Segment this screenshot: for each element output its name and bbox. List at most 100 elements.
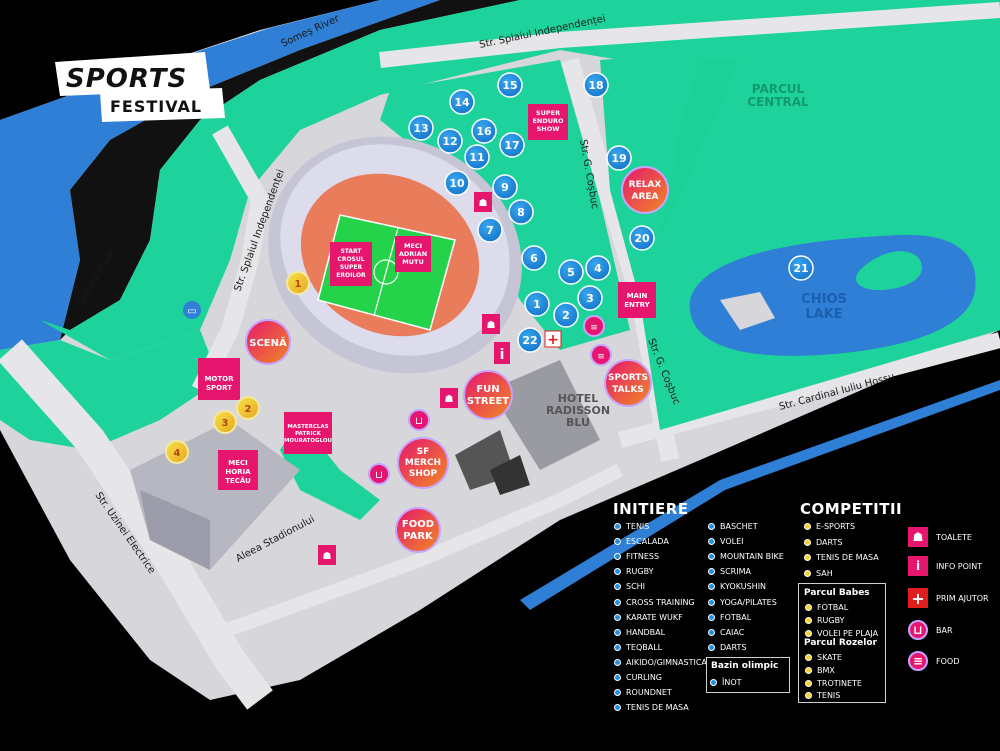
station-2[interactable]: 2 [553,302,579,328]
sign-meci-adrian-mutu[interactable]: MECI ADRIAN MUTU [395,236,431,272]
station-number: 18 [588,79,603,92]
yellow-station-2[interactable]: 2 [236,396,260,420]
station-9[interactable]: 9 [492,174,518,200]
sign-main-entry[interactable]: MAIN ENTRY [618,282,656,318]
sign-super-enduro-show[interactable]: SUPER ENDURO SHOW [528,104,568,140]
svg-text:ENTRY: ENTRY [624,301,650,309]
svg-text:RELAX: RELAX [629,180,662,190]
station-number: 11 [469,151,484,164]
sign-motor-sport[interactable]: MOTOR SPORT [198,358,240,400]
station-21[interactable]: 21 [788,255,814,281]
svg-text:AREA: AREA [631,192,658,202]
bar-icon: ⊔ [368,463,390,485]
venue-sf-merch-shop[interactable]: SF MERCH SHOP [397,437,449,489]
hotel-building [490,360,600,470]
sign-masterclass[interactable]: MASTERCLAS PATRICK MOURATOGLOU [284,412,332,454]
toilet-icon: ☗ [482,314,500,334]
toilet-icon: ☗ [474,192,492,212]
svg-text:SUPER: SUPER [340,264,363,271]
station-10[interactable]: 10 [444,170,470,196]
station-13[interactable]: 13 [408,115,434,141]
svg-text:START: START [340,248,362,255]
station-1[interactable]: 1 [524,291,550,317]
station-19[interactable]: 19 [606,145,632,171]
first-aid-icon: + [544,330,562,348]
station-number: 13 [413,122,428,135]
station-3[interactable]: 3 [577,285,603,311]
sign-meci-horia-tecau[interactable]: MECI HORIA TECĂU [218,450,258,490]
station-17[interactable]: 17 [499,132,525,158]
station-number: 2 [245,404,252,415]
venue-fun-street[interactable]: FUN STREET [463,370,513,420]
svg-text:SPORT: SPORT [206,384,232,392]
svg-text:SF: SF [417,447,430,457]
svg-text:FUN: FUN [476,384,499,395]
venue-sports-talks[interactable]: SPORTS TALKS [604,359,652,407]
svg-text:PARK: PARK [403,531,434,542]
station-number: 9 [501,181,509,194]
station-7[interactable]: 7 [477,217,503,243]
svg-text:RADISSON: RADISSON [546,404,610,417]
station-number: 20 [634,232,650,245]
svg-text:SCENĂ: SCENĂ [249,336,287,349]
svg-text:⊔: ⊔ [415,416,423,427]
station-number: 21 [793,262,808,275]
svg-text:MERCH: MERCH [405,458,441,468]
svg-text:SUPER: SUPER [536,109,560,117]
station-number: 4 [174,448,181,459]
toilet-icon: ☗ [318,545,336,565]
station-number: 3 [586,292,594,305]
venue-food-park[interactable]: FOOD PARK [395,507,441,553]
station-15[interactable]: 15 [497,72,523,98]
station-11[interactable]: 11 [464,144,490,170]
svg-text:i: i [500,347,505,363]
station-number: 22 [522,334,537,347]
svg-text:▭: ▭ [187,306,196,317]
svg-text:ENDURO: ENDURO [532,117,564,125]
station-5[interactable]: 5 [558,259,584,285]
station-number: 5 [567,266,575,279]
svg-text:MAIN: MAIN [627,292,648,300]
station-18[interactable]: 18 [583,72,609,98]
station-4[interactable]: 4 [585,255,611,281]
svg-text:CHIOS: CHIOS [801,292,847,307]
station-number: 8 [517,206,525,219]
label-chios-lake: CHIOS LAKE [801,292,847,322]
svg-text:≡: ≡ [597,352,605,362]
svg-text:MECI: MECI [404,242,422,250]
station-number: 10 [449,177,465,190]
venue-scena[interactable]: SCENĂ [245,319,291,365]
station-number: 7 [486,224,494,237]
svg-text:EROILOR: EROILOR [336,272,366,279]
svg-text:☗: ☗ [487,320,496,331]
svg-text:CROSUL: CROSUL [337,256,364,263]
svg-text:≡: ≡ [590,323,598,333]
sports-festival-logo: SPORTS FESTIVAL [55,52,225,122]
yellow-station-1[interactable]: 1 [286,271,310,295]
venue-relax-area[interactable]: RELAX AREA [621,166,669,214]
station-number: 3 [222,418,229,429]
station-14[interactable]: 14 [449,89,475,115]
yellow-station-4[interactable]: 4 [165,440,189,464]
station-6[interactable]: 6 [521,245,547,271]
label-parcul-central: PARCUL CENTRAL [747,82,809,109]
svg-text:MECI: MECI [228,459,248,467]
station-number: 2 [562,309,570,322]
station-number: 17 [504,139,519,152]
station-number: 1 [533,298,541,311]
yellow-station-3[interactable]: 3 [213,410,237,434]
svg-text:MOTOR: MOTOR [204,375,234,383]
station-22[interactable]: 22 [517,327,543,353]
station-8[interactable]: 8 [508,199,534,225]
svg-text:STREET: STREET [467,396,509,407]
svg-text:SHOP: SHOP [409,469,438,479]
svg-text:HOTEL: HOTEL [558,392,599,405]
station-20[interactable]: 20 [629,225,655,251]
svg-text:SHOW: SHOW [537,125,560,133]
station-12[interactable]: 12 [437,128,463,154]
sign-start-crosul[interactable]: START CROSUL SUPER EROILOR [330,242,372,286]
station-number: 6 [530,252,538,265]
logo-line1: SPORTS [66,64,187,94]
station-16[interactable]: 16 [471,118,497,144]
svg-text:+: + [547,332,559,348]
